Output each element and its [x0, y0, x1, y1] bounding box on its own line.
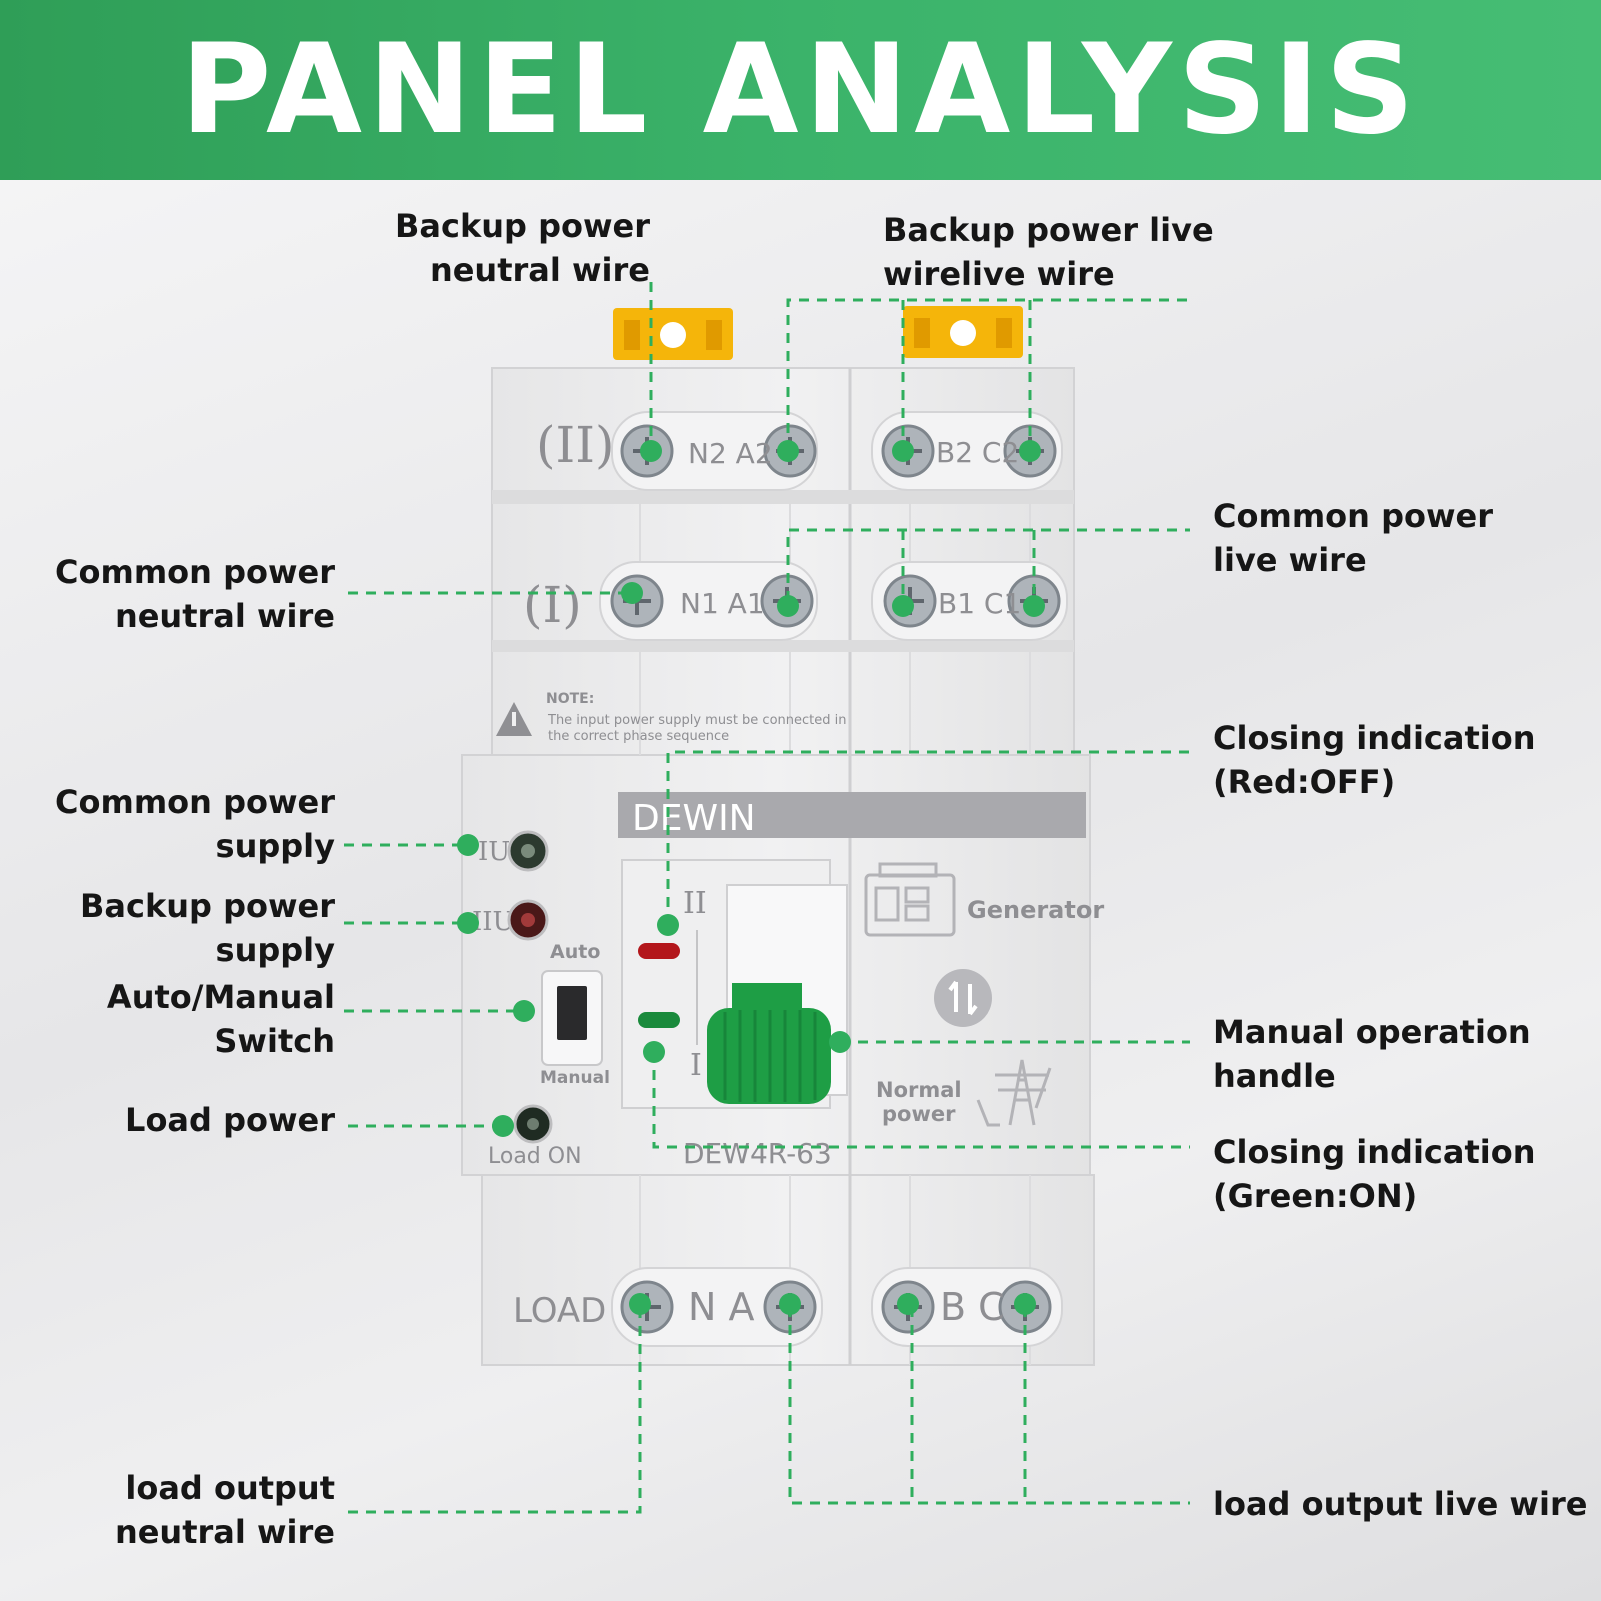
dot-c-out: [1014, 1293, 1036, 1315]
dot-a2: [777, 440, 799, 462]
load-power-lamp: [513, 1104, 553, 1144]
dot-backup-supply: [457, 912, 479, 934]
terminals-ii-right: B2 C2: [936, 436, 1019, 469]
generator-icon: [864, 862, 956, 937]
terminal-cover-left: [613, 308, 733, 360]
model-label: DEW4R-63: [683, 1137, 832, 1170]
label-closing-red: Closing indication (Red:OFF): [1213, 719, 1536, 801]
terminals-ii-left: N2 A2: [688, 437, 773, 470]
dot-n2: [640, 440, 662, 462]
label-manual-handle: Manual operation handle: [1213, 1013, 1531, 1095]
leader-load-neutral: [348, 1307, 642, 1514]
label-backup-live: Backup power live wirelive wire: [883, 211, 1214, 293]
normal-power-line-1: Normal: [876, 1078, 962, 1102]
bottom-left-terminals: N A: [688, 1285, 755, 1329]
position-ii-mark: (II): [536, 416, 615, 474]
auto-manual-switch[interactable]: [541, 970, 603, 1066]
bottom-load-label: LOAD: [513, 1291, 606, 1331]
dot-manual-handle: [829, 1031, 851, 1053]
leader-common-live: [786, 528, 1190, 601]
position-i-mark: (I): [523, 576, 582, 634]
generator-label: Generator: [967, 896, 1104, 924]
leader-load-live: [788, 1307, 1190, 1505]
transfer-arrows-icon: [934, 969, 992, 1027]
dot-closing-green: [643, 1041, 665, 1063]
terminal-cover-right: [903, 306, 1023, 358]
power-pylon-icon: [976, 1059, 1052, 1127]
label-common-live: Common power live wire: [1213, 497, 1493, 579]
dot-auto-manual: [513, 1000, 535, 1022]
lamp-i-mark: IU: [478, 837, 510, 867]
position-i-label: I: [690, 1048, 702, 1083]
dot-b2: [892, 440, 914, 462]
label-backup-supply: Backup power supply: [80, 887, 335, 969]
manual-operation-handle[interactable]: [707, 983, 831, 1104]
label-backup-neutral: Backup power neutral wire: [395, 207, 650, 289]
dot-a1: [777, 595, 799, 617]
note-line-2: the correct phase sequence: [548, 729, 729, 744]
normal-power-line-2: power: [882, 1102, 956, 1126]
dot-b-out: [897, 1293, 919, 1315]
green-indicator: [638, 1012, 680, 1028]
dot-c2: [1019, 440, 1041, 462]
dot-closing-red: [657, 914, 679, 936]
red-indicator: [638, 943, 680, 959]
anchor-dots: [457, 440, 1045, 1315]
load-on-label: Load ON: [488, 1144, 582, 1169]
dot-c1: [1023, 595, 1045, 617]
page-title: PANEL ANALYSIS: [180, 18, 1421, 162]
leader-backup-live: [786, 298, 1190, 451]
label-auto-manual-switch: Auto/Manual Switch: [106, 978, 335, 1060]
dot-load-power: [492, 1115, 514, 1137]
label-load-neutral: load output neutral wire: [114, 1469, 335, 1551]
terminals-i-right: B1 C1: [938, 587, 1021, 620]
position-ii-label: II: [683, 886, 707, 921]
terminal-screws: [610, 424, 1061, 1334]
label-closing-green: Closing indication (Green:ON): [1213, 1133, 1536, 1215]
dot-n-out: [629, 1293, 651, 1315]
leader-lines: [344, 282, 1190, 1514]
common-supply-lamp: [507, 830, 549, 872]
dot-n1: [621, 582, 643, 604]
note-title: NOTE:: [546, 691, 594, 707]
bottom-right-terminals: B C: [940, 1285, 1005, 1329]
dot-a-out: [779, 1293, 801, 1315]
label-common-neutral: Common power neutral wire: [55, 553, 335, 635]
lamp-ii-mark: IIU: [472, 907, 514, 937]
auto-label: Auto: [550, 941, 600, 963]
label-common-supply: Common power supply: [55, 783, 335, 865]
label-load-power: Load power: [125, 1101, 335, 1139]
title-banner: PANEL ANALYSIS: [0, 0, 1601, 180]
leader-closing-red: [666, 750, 1190, 925]
leader-closing-green: [652, 1052, 1190, 1149]
brand-bar: [618, 792, 1086, 838]
dot-common-supply: [457, 834, 479, 856]
manual-label: Manual: [540, 1068, 610, 1088]
terminals-i-left: N1 A1: [680, 587, 765, 620]
dot-b1: [892, 595, 914, 617]
brand-label: DEWIN: [632, 798, 756, 839]
note-line-1: The input power supply must be connected…: [547, 713, 847, 728]
label-load-live: load output live wire: [1213, 1485, 1588, 1523]
backup-supply-lamp: [507, 899, 549, 941]
